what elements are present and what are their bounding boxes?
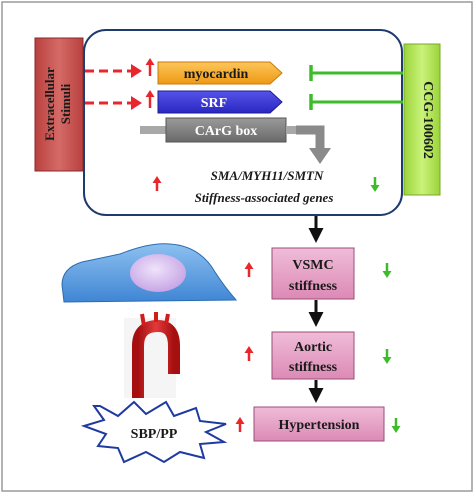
down-arrow-icon — [370, 177, 380, 192]
extracellular-label-2: Stimuli — [58, 83, 73, 124]
carg-box: CArG box — [140, 117, 320, 143]
up-arrow-icon — [235, 417, 245, 432]
carg-output-arrow — [296, 125, 331, 164]
down-arrow-icon — [382, 263, 392, 278]
up-arrow-icon — [145, 90, 155, 108]
aorta-image — [124, 312, 180, 398]
up-arrow-icon — [244, 262, 254, 277]
sbp-label: SBP/PP — [131, 427, 178, 442]
inhibitor-box: CCG-100602 — [403, 43, 441, 196]
stiffness-genes-label: Stiffness-associated genes — [195, 190, 334, 205]
hypertension-label: Hypertension — [279, 418, 360, 433]
sbp-pp-starburst: SBP/PP — [80, 400, 228, 464]
vsmc-label: VSMC — [292, 258, 333, 273]
vsmc-cell-image — [61, 243, 238, 303]
nucleus-shape — [130, 254, 186, 292]
srf-label: SRF — [201, 96, 227, 111]
myocardin-label: myocardin — [184, 67, 249, 82]
stimuli-arrows — [85, 64, 142, 110]
inhibitor-label: CCG-100602 — [420, 81, 435, 159]
myocardin-box: myocardin — [157, 61, 283, 85]
inhibitor-arrows — [309, 65, 403, 110]
aortic-stiffness-box: Aortic stiffness — [271, 331, 355, 380]
up-arrow-icon — [152, 176, 162, 191]
down-arrow-icon — [382, 349, 392, 364]
aortic-label: Aortic — [294, 340, 332, 355]
srf-box: SRF — [157, 90, 283, 114]
hypertension-box: Hypertension — [253, 406, 385, 442]
down-arrow-icon — [391, 418, 401, 433]
carg-label: CArG box — [195, 124, 258, 139]
up-arrow-icon — [145, 58, 155, 76]
extracellular-label-1: Extracellular — [42, 67, 57, 141]
vsmc-stiffness-label: stiffness — [289, 279, 338, 294]
aortic-stiffness-label: stiffness — [289, 360, 338, 375]
genes-label: SMA/MYH11/SMTN — [211, 168, 324, 183]
extracellular-stimuli-box: Extracellular Stimuli — [34, 37, 84, 172]
vsmc-stiffness-box: VSMC stiffness — [271, 247, 355, 300]
up-arrow-icon — [244, 346, 254, 361]
